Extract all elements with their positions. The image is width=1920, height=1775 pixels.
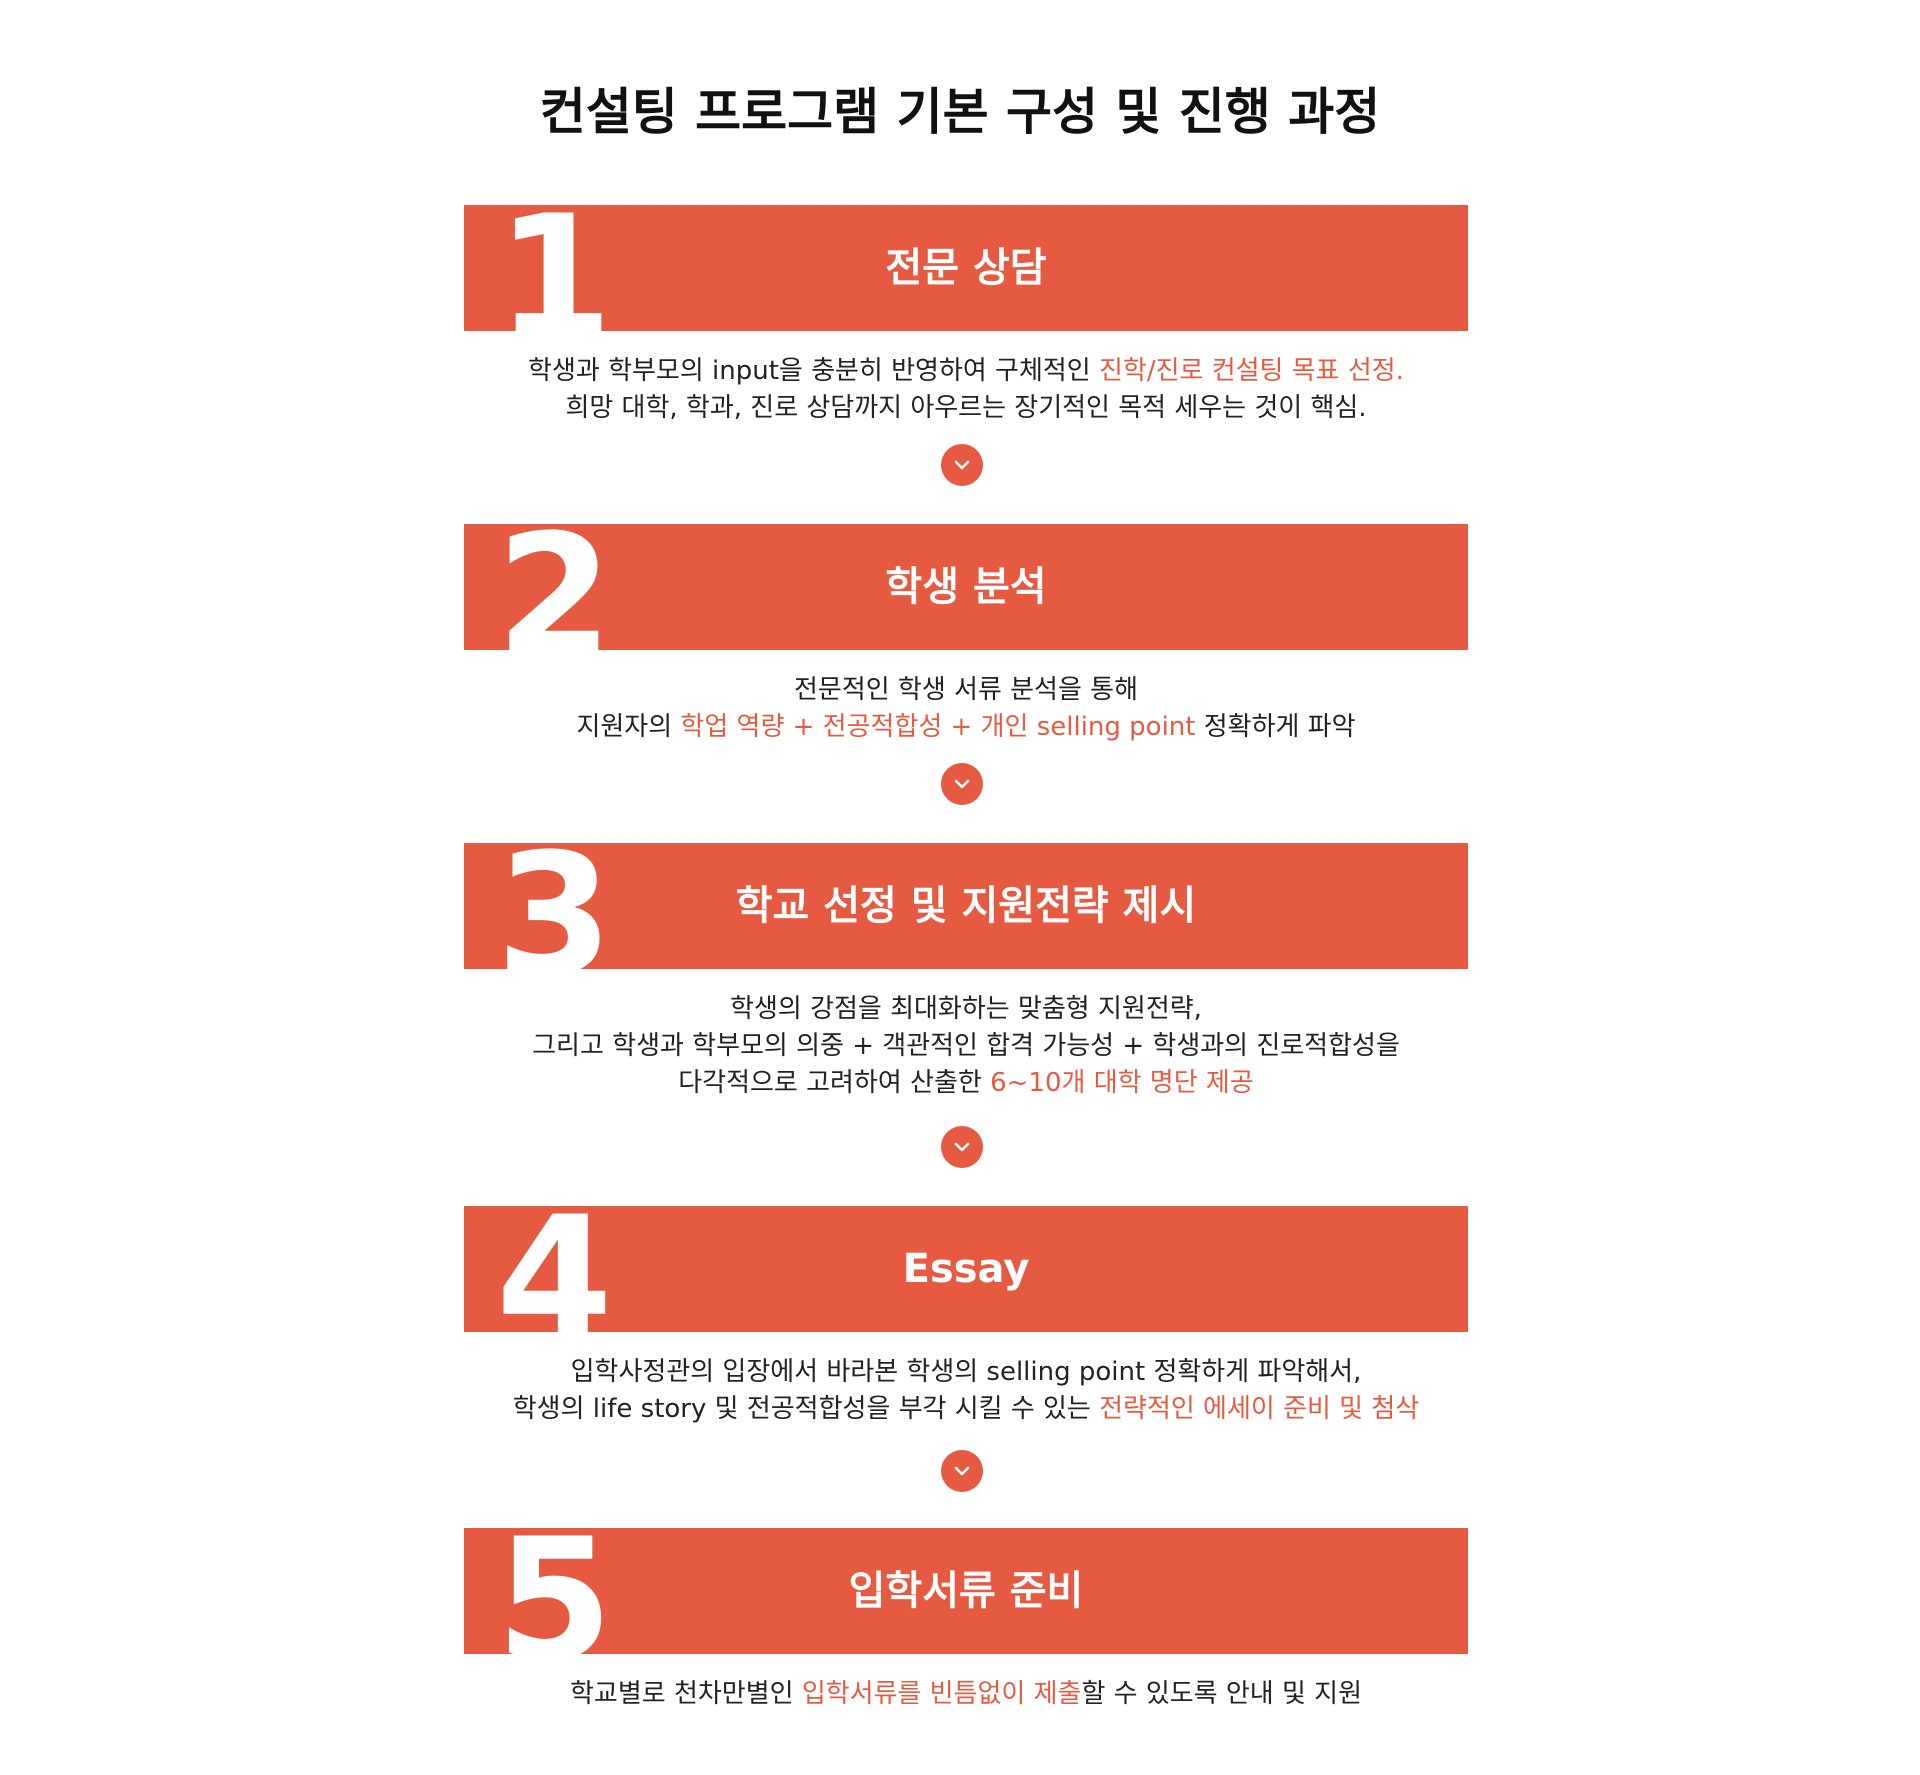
highlight-text: 6~10개 대학 명단 제공: [990, 1068, 1254, 1098]
step-banner: 5 입학서류 준비: [464, 1528, 1468, 1654]
step-number: 1: [496, 205, 613, 331]
chevron-down-icon: [941, 763, 983, 805]
step-description: 전문적인 학생 서류 분석을 통해 지원자의 학업 역량 + 전공적합성 + 개…: [464, 672, 1468, 746]
description-line: 학생의 life story 및 전공적합성을 부각 시킬 수 있는 전략적인 …: [464, 1391, 1468, 1428]
step-description: 학생과 학부모의 input을 충분히 반영하여 구체적인 진학/진로 컨설팅 …: [464, 353, 1468, 427]
chevron-down-icon: [941, 444, 983, 486]
step-1: 1 전문 상담 학생과 학부모의 input을 충분히 반영하여 구체적인 진학…: [464, 205, 1468, 427]
description-text: 다각적으로 고려하여 산출한: [678, 1068, 991, 1098]
step-banner: 4 Essay: [464, 1206, 1468, 1332]
highlight-text: 입학서류를 빈틈없이 제출: [801, 1679, 1082, 1709]
description-text: 학생과 학부모의 input을 충분히 반영하여 구체적인: [528, 356, 1099, 386]
page-title: 컨설팅 프로그램 기본 구성 및 진행 과정: [539, 83, 1381, 141]
description-line: 지원자의 학업 역량 + 전공적합성 + 개인 selling point 정확…: [464, 709, 1468, 746]
description-text: 학생의 강점을 최대화하는 맞춤형 지원전략,: [730, 994, 1202, 1024]
step-description: 학교별로 천차만별인 입학서류를 빈틈없이 제출할 수 있도록 안내 및 지원: [464, 1676, 1468, 1713]
step-5: 5 입학서류 준비 학교별로 천차만별인 입학서류를 빈틈없이 제출할 수 있도…: [464, 1528, 1468, 1713]
description-line: 다각적으로 고려하여 산출한 6~10개 대학 명단 제공: [464, 1065, 1468, 1102]
step-4: 4 Essay 입학사정관의 입장에서 바라본 학생의 selling poin…: [464, 1206, 1468, 1428]
highlight-text: 전략적인 에세이 준비 및 첨삭: [1099, 1394, 1420, 1424]
step-number: 5: [496, 1528, 613, 1654]
highlight-text: 학업 역량 + 전공적합성 + 개인 selling point: [680, 712, 1196, 742]
step-description: 입학사정관의 입장에서 바라본 학생의 selling point 정확하게 파…: [464, 1354, 1468, 1428]
step-number: 3: [496, 843, 613, 969]
step-banner: 2 학생 분석: [464, 524, 1468, 650]
description-line: 희망 대학, 학과, 진로 상담까지 아우르는 장기적인 목적 세우는 것이 핵…: [464, 390, 1468, 427]
description-text: 학교별로 천차만별인: [570, 1679, 802, 1709]
step-2: 2 학생 분석 전문적인 학생 서류 분석을 통해 지원자의 학업 역량 + 전…: [464, 524, 1468, 746]
description-text: 희망 대학, 학과, 진로 상담까지 아우르는 장기적인 목적 세우는 것이 핵…: [565, 393, 1367, 423]
step-title: Essay: [902, 1246, 1030, 1292]
chevron-down-icon: [941, 1450, 983, 1492]
step-title: 학교 선정 및 지원전략 제시: [735, 883, 1197, 929]
step-title: 전문 상담: [885, 245, 1047, 291]
step-title: 입학서류 준비: [848, 1568, 1084, 1614]
step-number: 2: [496, 524, 613, 650]
chevron-down-icon: [941, 1126, 983, 1168]
description-line: 그리고 학생과 학부모의 의중 + 객관적인 합격 가능성 + 학생과의 진로적…: [464, 1028, 1468, 1065]
step-banner: 3 학교 선정 및 지원전략 제시: [464, 843, 1468, 969]
step-number: 4: [496, 1206, 613, 1332]
step-banner: 1 전문 상담: [464, 205, 1468, 331]
description-text: 지원자의: [576, 712, 681, 742]
description-line: 학생과 학부모의 input을 충분히 반영하여 구체적인 진학/진로 컨설팅 …: [464, 353, 1468, 390]
description-line: 학생의 강점을 최대화하는 맞춤형 지원전략,: [464, 991, 1468, 1028]
description-text: 전문적인 학생 서류 분석을 통해: [793, 675, 1139, 705]
description-line: 전문적인 학생 서류 분석을 통해: [464, 672, 1468, 709]
description-line: 학교별로 천차만별인 입학서류를 빈틈없이 제출할 수 있도록 안내 및 지원: [464, 1676, 1468, 1713]
description-text: 정확하게 파악: [1195, 712, 1356, 742]
step-description: 학생의 강점을 최대화하는 맞춤형 지원전략, 그리고 학생과 학부모의 의중 …: [464, 991, 1468, 1102]
description-text: 그리고 학생과 학부모의 의중 + 객관적인 합격 가능성 + 학생과의 진로적…: [532, 1031, 1400, 1061]
step-title: 학생 분석: [885, 564, 1047, 610]
description-text: 입학사정관의 입장에서 바라본 학생의 selling point 정확하게 파…: [570, 1357, 1362, 1387]
description-line: 입학사정관의 입장에서 바라본 학생의 selling point 정확하게 파…: [464, 1354, 1468, 1391]
description-text: 할 수 있도록 안내 및 지원: [1081, 1679, 1362, 1709]
step-3: 3 학교 선정 및 지원전략 제시 학생의 강점을 최대화하는 맞춤형 지원전략…: [464, 843, 1468, 1102]
highlight-text: 진학/진로 컨설팅 목표 선정.: [1099, 356, 1404, 386]
description-text: 학생의 life story 및 전공적합성을 부각 시킬 수 있는: [512, 1394, 1100, 1424]
